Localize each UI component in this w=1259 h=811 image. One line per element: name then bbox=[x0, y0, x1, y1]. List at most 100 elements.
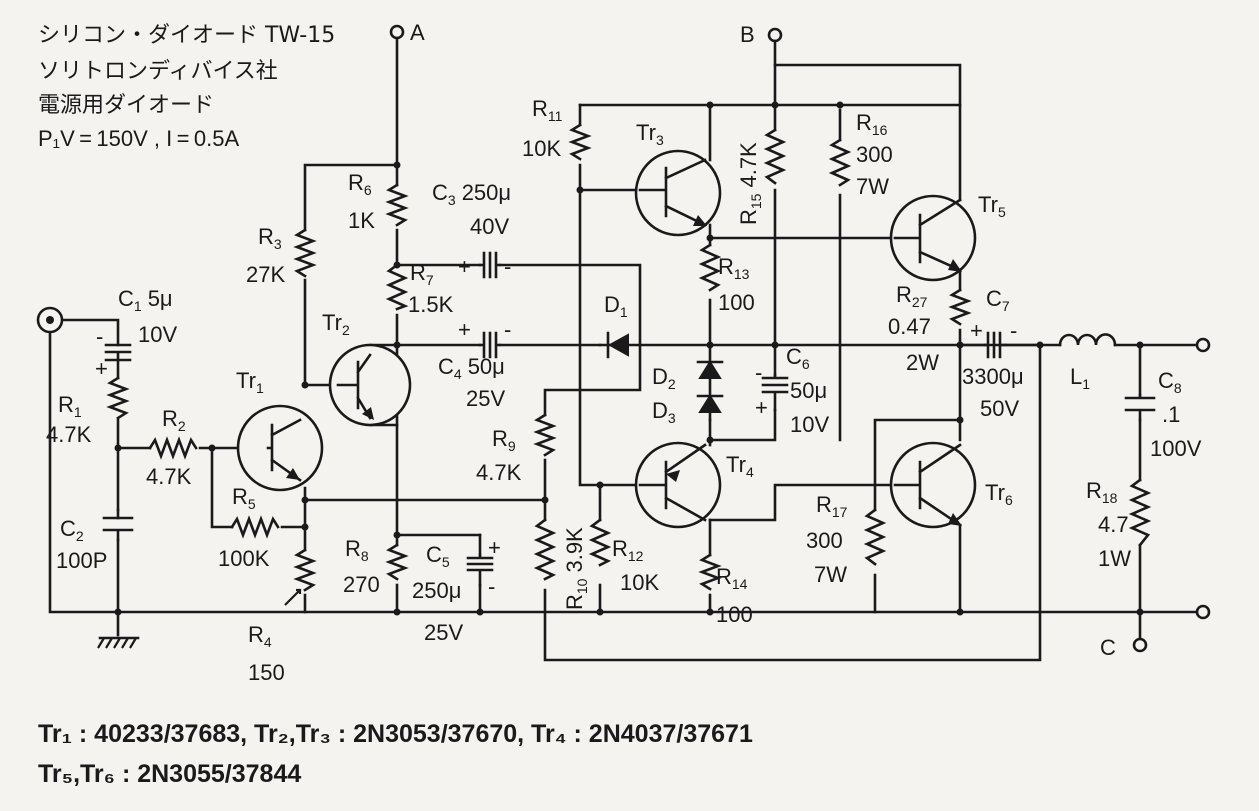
r2-label: R2 bbox=[162, 406, 186, 434]
l1-label: L1 bbox=[1070, 364, 1090, 392]
capacitor-c4 bbox=[478, 331, 502, 359]
resistor-r16 bbox=[828, 138, 852, 187]
r27-rating: 2W bbox=[906, 350, 939, 375]
c5-value: 250μ bbox=[412, 578, 461, 603]
capacitor-c3 bbox=[478, 251, 502, 279]
capacitor-c1 bbox=[104, 343, 132, 362]
r16-label: R16 bbox=[856, 110, 888, 138]
r9-label: R9 bbox=[492, 426, 516, 454]
transistor-tr6 bbox=[889, 441, 977, 529]
svg-text:+: + bbox=[970, 318, 983, 343]
r4-value: 150 bbox=[248, 660, 285, 685]
r17-rating: 7W bbox=[814, 562, 847, 587]
output-terminal-ground bbox=[1195, 604, 1211, 620]
capacitor-c2 bbox=[102, 516, 134, 542]
r13-value: 100 bbox=[718, 290, 755, 315]
r4-label: R4 bbox=[248, 622, 272, 650]
svg-text:-: - bbox=[755, 360, 762, 385]
terminal-c bbox=[1132, 637, 1148, 653]
resistor-r17 bbox=[863, 508, 887, 566]
c2-label: C2 bbox=[60, 516, 84, 544]
terminal-b-label: B bbox=[740, 22, 755, 47]
resistor-r9 bbox=[533, 413, 557, 457]
c2-value: 100P bbox=[56, 548, 107, 573]
header-line-1: シリコン・ダイオード TW-15 bbox=[38, 23, 335, 48]
svg-text:+: + bbox=[458, 317, 471, 342]
transistor-tr1 bbox=[236, 404, 324, 492]
r3-value: 27K bbox=[246, 262, 285, 287]
c6-value: 50μ bbox=[790, 378, 827, 403]
r1-value: 4.7K bbox=[46, 422, 92, 447]
diode-d3 bbox=[698, 394, 722, 413]
capacitor-c5 bbox=[466, 553, 494, 587]
inductor-l1 bbox=[1058, 333, 1117, 347]
resistor-r7 bbox=[385, 263, 409, 311]
r7-label: R7 bbox=[410, 260, 434, 288]
d2-label: D2 bbox=[652, 364, 676, 392]
resistor-r5 bbox=[230, 515, 280, 539]
r18-label: R18 bbox=[1086, 478, 1118, 506]
resistor-r2 bbox=[148, 436, 198, 460]
terminal-a bbox=[389, 24, 405, 40]
r18-rating: 1W bbox=[1098, 546, 1131, 571]
capacitor-c6 bbox=[761, 373, 789, 412]
transistor-tr2 bbox=[328, 343, 412, 427]
r2-value: 4.7K bbox=[146, 464, 192, 489]
tr2-label: Tr2 bbox=[322, 310, 350, 338]
resistor-r4-wiper bbox=[284, 588, 302, 606]
c3-rating: 40V bbox=[470, 214, 509, 239]
terminal-b bbox=[767, 27, 783, 43]
svg-text:-: - bbox=[96, 324, 103, 349]
capacitor-c7 bbox=[983, 331, 1007, 359]
diode-d2 bbox=[698, 360, 722, 379]
resistor-r27 bbox=[948, 288, 972, 326]
transistor-tr4 bbox=[634, 441, 722, 529]
r17-label: R17 bbox=[816, 492, 848, 520]
output-terminal-hot bbox=[1195, 337, 1211, 353]
r11-value: 10K bbox=[522, 136, 561, 161]
r6-label: R6 bbox=[348, 170, 372, 198]
resistor-r8 bbox=[385, 543, 409, 581]
resistor-r14 bbox=[698, 553, 722, 591]
resistor-r15 bbox=[763, 128, 787, 185]
c8-value: .1 bbox=[1162, 402, 1180, 427]
transistor-tr3 bbox=[634, 149, 722, 237]
transistors bbox=[236, 149, 977, 529]
tr3-label: Tr3 bbox=[636, 120, 664, 148]
r15-label: R154.7K bbox=[736, 142, 764, 225]
c7-value: 3300μ bbox=[962, 364, 1024, 389]
r8-value: 270 bbox=[343, 572, 380, 597]
c4-rating: 25V bbox=[466, 386, 505, 411]
tr1-label: Tr1 bbox=[236, 368, 264, 396]
c8-rating: 100V bbox=[1150, 436, 1202, 461]
resistor-r1 bbox=[106, 376, 130, 420]
footnote-line-1: Tr₁ : 40233/37683, Tr₂,Tr₃ : 2N3053/3767… bbox=[38, 720, 753, 748]
tr4-label: Tr4 bbox=[726, 452, 754, 480]
header-line-4: P₁V = 150V , I = 0.5A bbox=[38, 126, 239, 151]
r17-value: 300 bbox=[806, 528, 843, 553]
capacitors bbox=[102, 251, 1156, 587]
resistor-r4 bbox=[293, 548, 317, 592]
r12-label: R12 bbox=[612, 536, 644, 564]
ground-symbol bbox=[97, 636, 140, 649]
d3-label: D3 bbox=[652, 398, 676, 426]
r10-label: R103.9K bbox=[562, 527, 590, 610]
footnote-line-2: Tr₅,Tr₆ : 2N3055/37844 bbox=[38, 760, 301, 788]
c6-label: C6 bbox=[786, 344, 810, 372]
c5-rating: 25V bbox=[424, 620, 463, 645]
r27-value: 0.47 bbox=[888, 314, 931, 339]
c7-label: C7 bbox=[986, 286, 1010, 314]
polarity-marks: - + + - + - + - - + + - bbox=[95, 254, 1017, 599]
r14-label: R14 bbox=[716, 564, 748, 592]
r6-value: 1K bbox=[348, 208, 375, 233]
r11-label: R11 bbox=[532, 96, 563, 124]
diode-d1 bbox=[607, 333, 629, 357]
svg-text:-: - bbox=[488, 574, 495, 599]
resistor-r6 bbox=[385, 183, 409, 227]
r13-label: R13 bbox=[718, 254, 750, 282]
tr6-label: Tr6 bbox=[985, 480, 1013, 508]
